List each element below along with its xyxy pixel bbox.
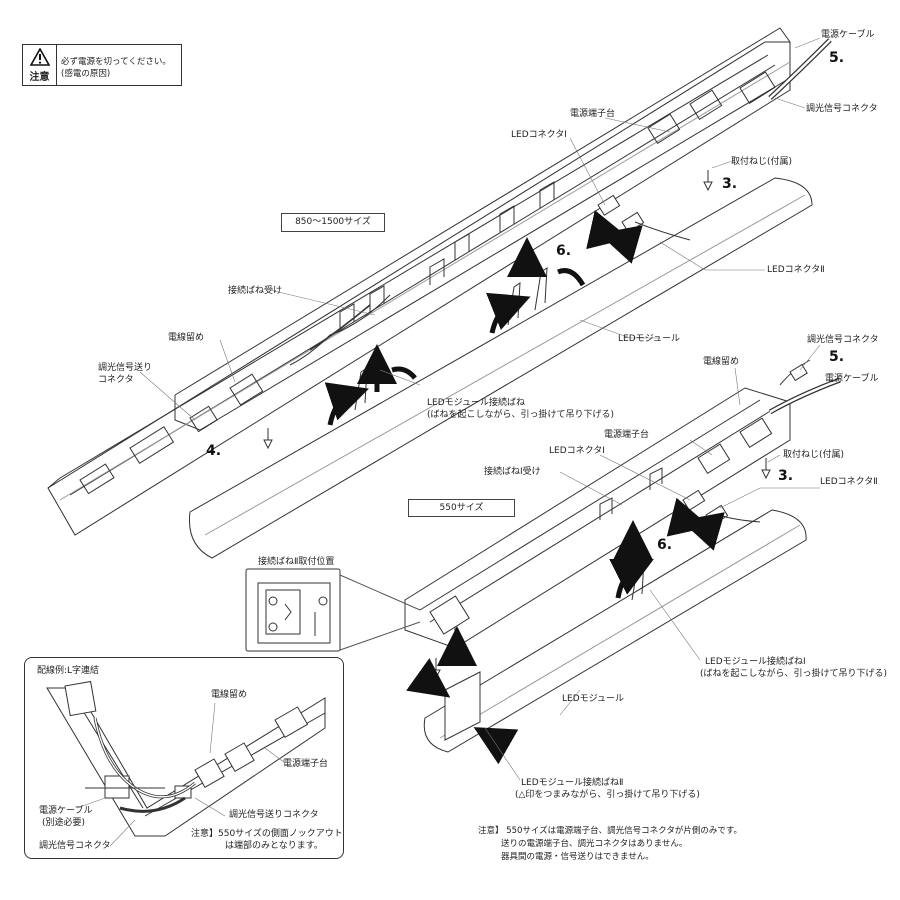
step-6-upper: 6. (556, 243, 572, 259)
caution-icon: 注意 (23, 45, 57, 85)
caution-box: 注意 必ず電源を切ってください。 (感電の原因) (22, 44, 182, 86)
step-3-lower: 3. (778, 468, 794, 484)
inset-title: 配線例:L字連結 (37, 666, 100, 676)
upper-power-cable-label: 電源ケーブル (821, 30, 875, 40)
upper-module-spring-label-2: (ばねを起こしながら、引っ掛けて吊り下げる) (427, 410, 615, 420)
lower-module-spring-2-label-1: LEDモジュール接続ばねⅡ (521, 778, 624, 788)
lower-led-module-label: LEDモジュール (562, 694, 625, 704)
upper-led-connector-1-label: LEDコネクタⅠ (511, 130, 567, 140)
upper-wire-clamp-label: 電線留め (168, 333, 205, 343)
spring-2-position-label: 接続ばねⅡ取付位置 (258, 557, 335, 567)
upper-spring-receiver-label: 接続ばね受け (228, 286, 283, 296)
step-3-upper: 3. (722, 176, 738, 192)
upper-dimming-out-label-2: コネクタ (98, 375, 134, 385)
step-4: 4. (206, 443, 222, 459)
inset-power-cable-label-2: (別途必要) (42, 818, 86, 828)
inset-wire-clamp-label: 電線留め (211, 690, 248, 700)
upper-dimming-connector-label: 調光信号コネクタ (806, 104, 878, 114)
lower-screw-label: 取付ねじ(付属) (783, 450, 845, 460)
caution-title: 注意 (29, 72, 50, 83)
small-led-module (423, 509, 807, 753)
lower-power-cable-label: 電源ケーブル (825, 374, 879, 384)
step-5-lower: 5. (829, 349, 845, 365)
lower-module-spring-2-label-2: (△印をつまみながら、引っ掛けて吊り下げる) (515, 790, 700, 800)
lower-power-terminal-label: 電源端子台 (604, 430, 650, 440)
step-5-upper: 5. (829, 50, 845, 66)
upper-led-connector-2-label: LEDコネクタⅡ (767, 265, 825, 275)
size-label-small: 550サイズ (408, 499, 515, 517)
wiring-example-inset: 配線例:L字連結 電線留め 電源端子台 調光信号送りコネクタ 電源ケーブル (別… (24, 657, 344, 859)
note-line-3: 器具間の電源・信号送りはできません。 (501, 852, 654, 862)
upper-module-spring-label-1: LEDモジュール接続ばね (427, 398, 526, 408)
upper-led-module-label: LEDモジュール (618, 334, 681, 344)
lower-dimming-connector-label: 調光信号コネクタ (807, 335, 879, 345)
lower-module-spring-1-label-1: LEDモジュール接続ばねⅠ (705, 657, 806, 667)
lower-module-spring-1-label-2: (ばねを起こしながら、引っ掛けて吊り下げる) (700, 669, 888, 679)
inset-dimming-connector-label: 調光信号コネクタ (39, 841, 111, 851)
inset-note-1: 注意】550サイズの側面ノックアウト (191, 829, 343, 839)
lower-spring-receiver-label: 接続ばねⅠ受け (484, 467, 541, 477)
size-label-large: 850～1500サイズ (281, 213, 385, 232)
note-line-1: 注意】 550サイズは電源端子台、調光信号コネクタが片側のみです。 (478, 826, 742, 836)
note-line-2: 送りの電源端子台、調光コネクタはありません。 (501, 839, 688, 849)
inset-note-2: は端部のみとなります。 (225, 841, 323, 851)
small-fixture-body (404, 387, 791, 649)
lower-wire-clamp-label: 電線留め (703, 357, 740, 367)
step-6-lower: 6. (657, 537, 673, 553)
inset-dimming-out-label: 調光信号送りコネクタ (229, 810, 319, 820)
upper-power-terminal-label: 電源端子台 (570, 109, 616, 119)
inset-line-art (46, 680, 326, 847)
inset-power-terminal-label: 電源端子台 (283, 759, 329, 769)
upper-screw-label: 取付ねじ(付属) (731, 157, 793, 167)
caution-line-1: 必ず電源を切ってください。 (61, 57, 171, 67)
upper-dimming-out-label-1: 調光信号送り (98, 363, 153, 373)
caution-line-2: (感電の原因) (61, 69, 111, 79)
inset-power-cable-label-1: 電源ケーブル (39, 806, 93, 816)
large-fixture-body (47, 27, 791, 536)
large-led-module (188, 177, 813, 559)
lower-led-connector-2-label: LEDコネクタⅡ (820, 477, 878, 487)
lower-led-connector-1-label: LEDコネクタⅠ (549, 446, 605, 456)
